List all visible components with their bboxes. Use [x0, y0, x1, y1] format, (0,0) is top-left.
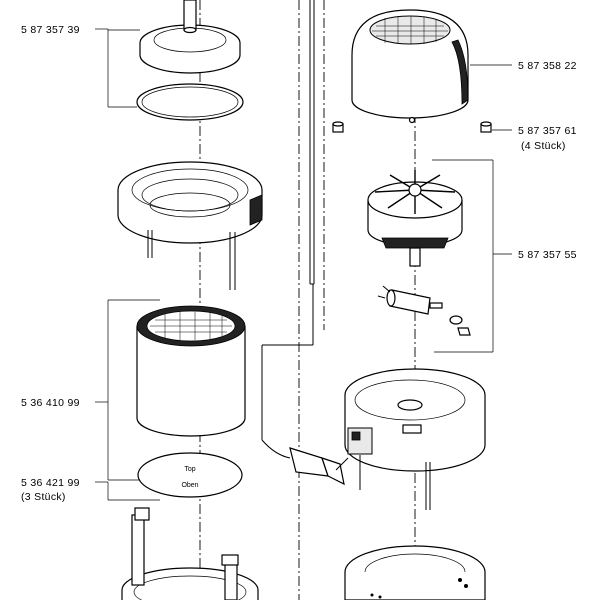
motor-base-part: [344, 368, 486, 510]
callout-leaders: [95, 28, 512, 501]
part-number-5-87-357-61: 5 87 357 61: [518, 125, 577, 137]
callout-labels-left: 5 87 357 39 5 36 410 99 5 36 421 99 (3 S…: [21, 24, 80, 503]
part-number-5-87-357-55: 5 87 357 55: [518, 249, 577, 261]
housing-ring-part: [117, 161, 263, 290]
top-lid-part: [139, 0, 241, 74]
screws-part: [332, 121, 492, 133]
o-ring-part: [136, 83, 244, 121]
part-number-5-87-358-22: 5 87 358 22: [518, 60, 577, 72]
part-qty-5-87-357-61: (4 Stück): [521, 140, 566, 152]
filter-disc-part: Top Oben: [137, 452, 243, 498]
filter-top-label: Top: [184, 466, 195, 473]
bottom-ring-part: [344, 545, 486, 600]
part-qty-5-36-421-99: (3 Stück): [21, 491, 66, 503]
power-cord-part: [261, 439, 349, 486]
capacitor-part: [377, 285, 471, 336]
bottom-base-part: [121, 507, 259, 600]
part-number-5-36-421-99: 5 36 421 99: [21, 477, 80, 489]
dome-cover-part: [351, 9, 469, 124]
part-number-5-36-410-99: 5 36 410 99: [21, 397, 80, 409]
part-number-5-87-357-39: 5 87 357 39: [21, 24, 80, 36]
callout-labels-right: 5 87 358 22 5 87 357 61 (4 Stück) 5 87 3…: [518, 60, 577, 261]
fan-impeller-part: [367, 170, 463, 267]
filter-cylinder-part: [136, 305, 246, 437]
filter-oben-label: Oben: [181, 482, 198, 489]
